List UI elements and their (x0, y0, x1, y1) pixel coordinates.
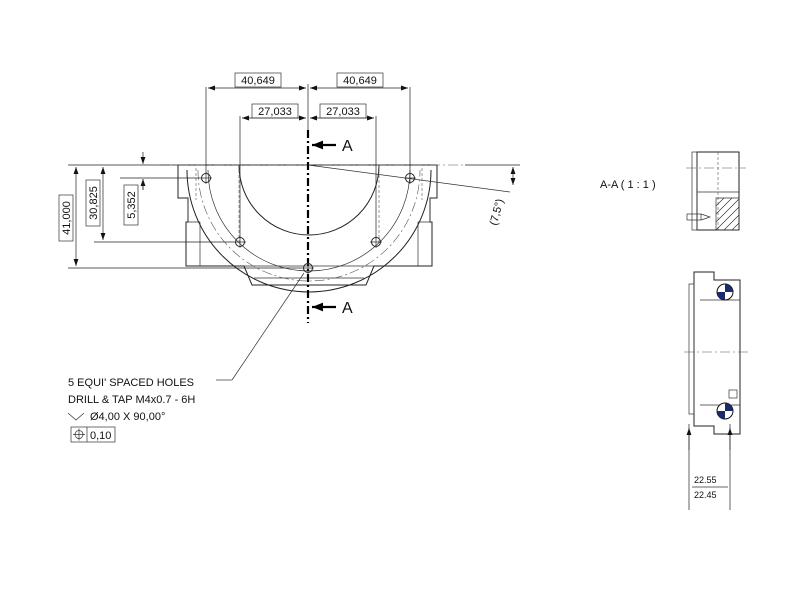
dim-height-overall: 41,000 (61, 201, 73, 235)
dim-top-left-outer: 40,649 (241, 75, 275, 87)
section-view-title: A-A ( 1 : 1 ) (600, 179, 656, 191)
dim-height-holes: 30,825 (88, 186, 100, 220)
note-line-1: 5 EQUI' SPACED HOLES (68, 377, 194, 389)
section-hatch (715, 197, 740, 231)
dim-top-right-outer: 40,649 (343, 75, 377, 87)
side-view: 22.55 22.45 (684, 271, 748, 510)
center-mark-lower (716, 402, 734, 420)
dim-top-left-inner: 27,033 (258, 106, 292, 118)
angle-reference-line (307, 164, 511, 193)
tapped-hole (686, 213, 702, 221)
top-dimensions: 40,649 40,649 27,033 27,033 (205, 72, 411, 238)
angle-dimension: (7,5°) (465, 164, 520, 227)
side-view-outline (693, 271, 741, 435)
dim-top-right-inner: 27,033 (326, 106, 360, 118)
left-dimensions: 41,000 30,825 5,352 (58, 152, 302, 269)
note-line-3: Ø4,00 X 90,00° (90, 411, 165, 423)
countersink-symbol (67, 412, 85, 421)
front-view (160, 130, 511, 323)
bolt-circle-arc (197, 169, 421, 282)
section-view: A-A ( 1 : 1 ) (600, 151, 746, 231)
section-label-bottom: A (342, 300, 353, 317)
dim-side-lower: 22.45 (694, 490, 717, 500)
leader-line (231, 272, 305, 381)
flange-hidden-line (195, 168, 423, 200)
hole-callout: 5 EQUI' SPACED HOLES DRILL & TAP M4x0.7 … (67, 272, 305, 443)
note-line-2: DRILL & TAP M4x0.7 - 6H (68, 394, 195, 406)
tolerance-frame (70, 426, 116, 443)
section-arrows: A A (312, 138, 353, 317)
dim-height-small: 5,352 (126, 191, 138, 219)
center-mark-upper (716, 283, 734, 301)
hidden-bore-lines (238, 165, 380, 245)
dim-angle: (7,5°) (488, 198, 507, 227)
section-label-top: A (342, 138, 353, 155)
dim-side-upper: 22.55 (694, 475, 717, 485)
inner-bore-arc (238, 164, 380, 236)
tolerance-value: 0,10 (90, 430, 111, 442)
